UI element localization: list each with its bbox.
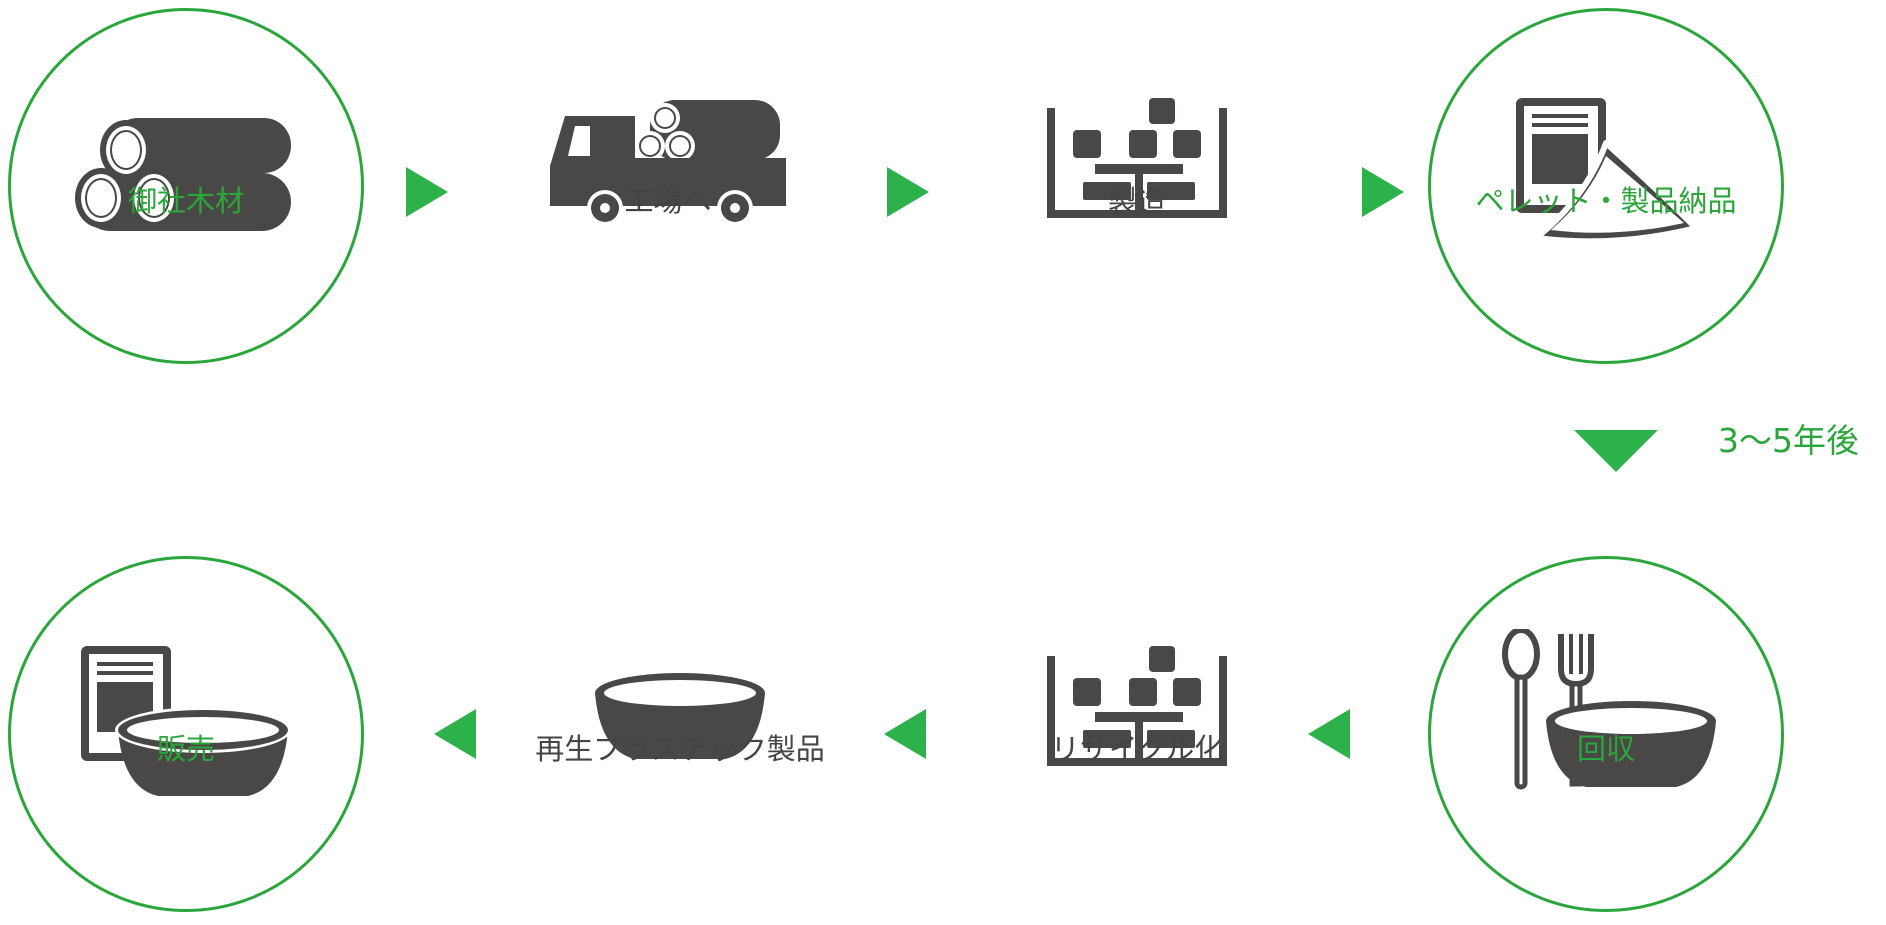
pellet-delivery-icon — [1516, 98, 1699, 243]
truck-icon — [550, 100, 786, 226]
step-pellet-delivery: ペレット・製品納品 — [1426, 6, 1786, 366]
product-sale-icon — [81, 646, 291, 796]
interval-label: 3〜5年後 — [1718, 421, 1859, 460]
highlight-circle — [1428, 8, 1784, 364]
step-label: 販売 — [156, 732, 215, 766]
step-manufacturing: 製造 — [957, 6, 1317, 366]
step-label: 再生プラスチック製品 — [535, 732, 825, 766]
logs-icon — [75, 118, 291, 231]
highlight-circle — [8, 8, 364, 364]
step-wood: 御社木材 — [6, 6, 366, 366]
step-to-factory: 工場へ — [488, 6, 848, 366]
step-label: 工場へ — [624, 184, 712, 218]
step-label: ペレット・製品納品 — [1475, 184, 1737, 218]
arrow-left-icon — [434, 709, 476, 759]
arrow-left-icon — [1308, 709, 1350, 759]
step-recycled-product: 再生プラスチック製品 — [500, 554, 860, 914]
step-label: 回収 — [1576, 732, 1635, 766]
arrow-down-icon — [1574, 430, 1658, 472]
tableware-collection-icon — [1502, 629, 1716, 790]
arrow-right-icon — [406, 167, 448, 217]
step-label: 御社木材 — [127, 184, 244, 218]
step-collection: 回収 — [1426, 554, 1786, 914]
step-label: 製造 — [1107, 184, 1166, 218]
highlight-circle — [1428, 556, 1784, 912]
arrow-right-icon — [887, 167, 929, 217]
arrow-left-icon — [884, 709, 926, 759]
step-sales: 販売 — [6, 554, 366, 914]
step-recycling: リサイクル化 — [957, 554, 1317, 914]
step-label: リサイクル化 — [1050, 732, 1224, 766]
highlight-circle — [8, 556, 364, 912]
arrow-right-icon — [1362, 167, 1404, 217]
